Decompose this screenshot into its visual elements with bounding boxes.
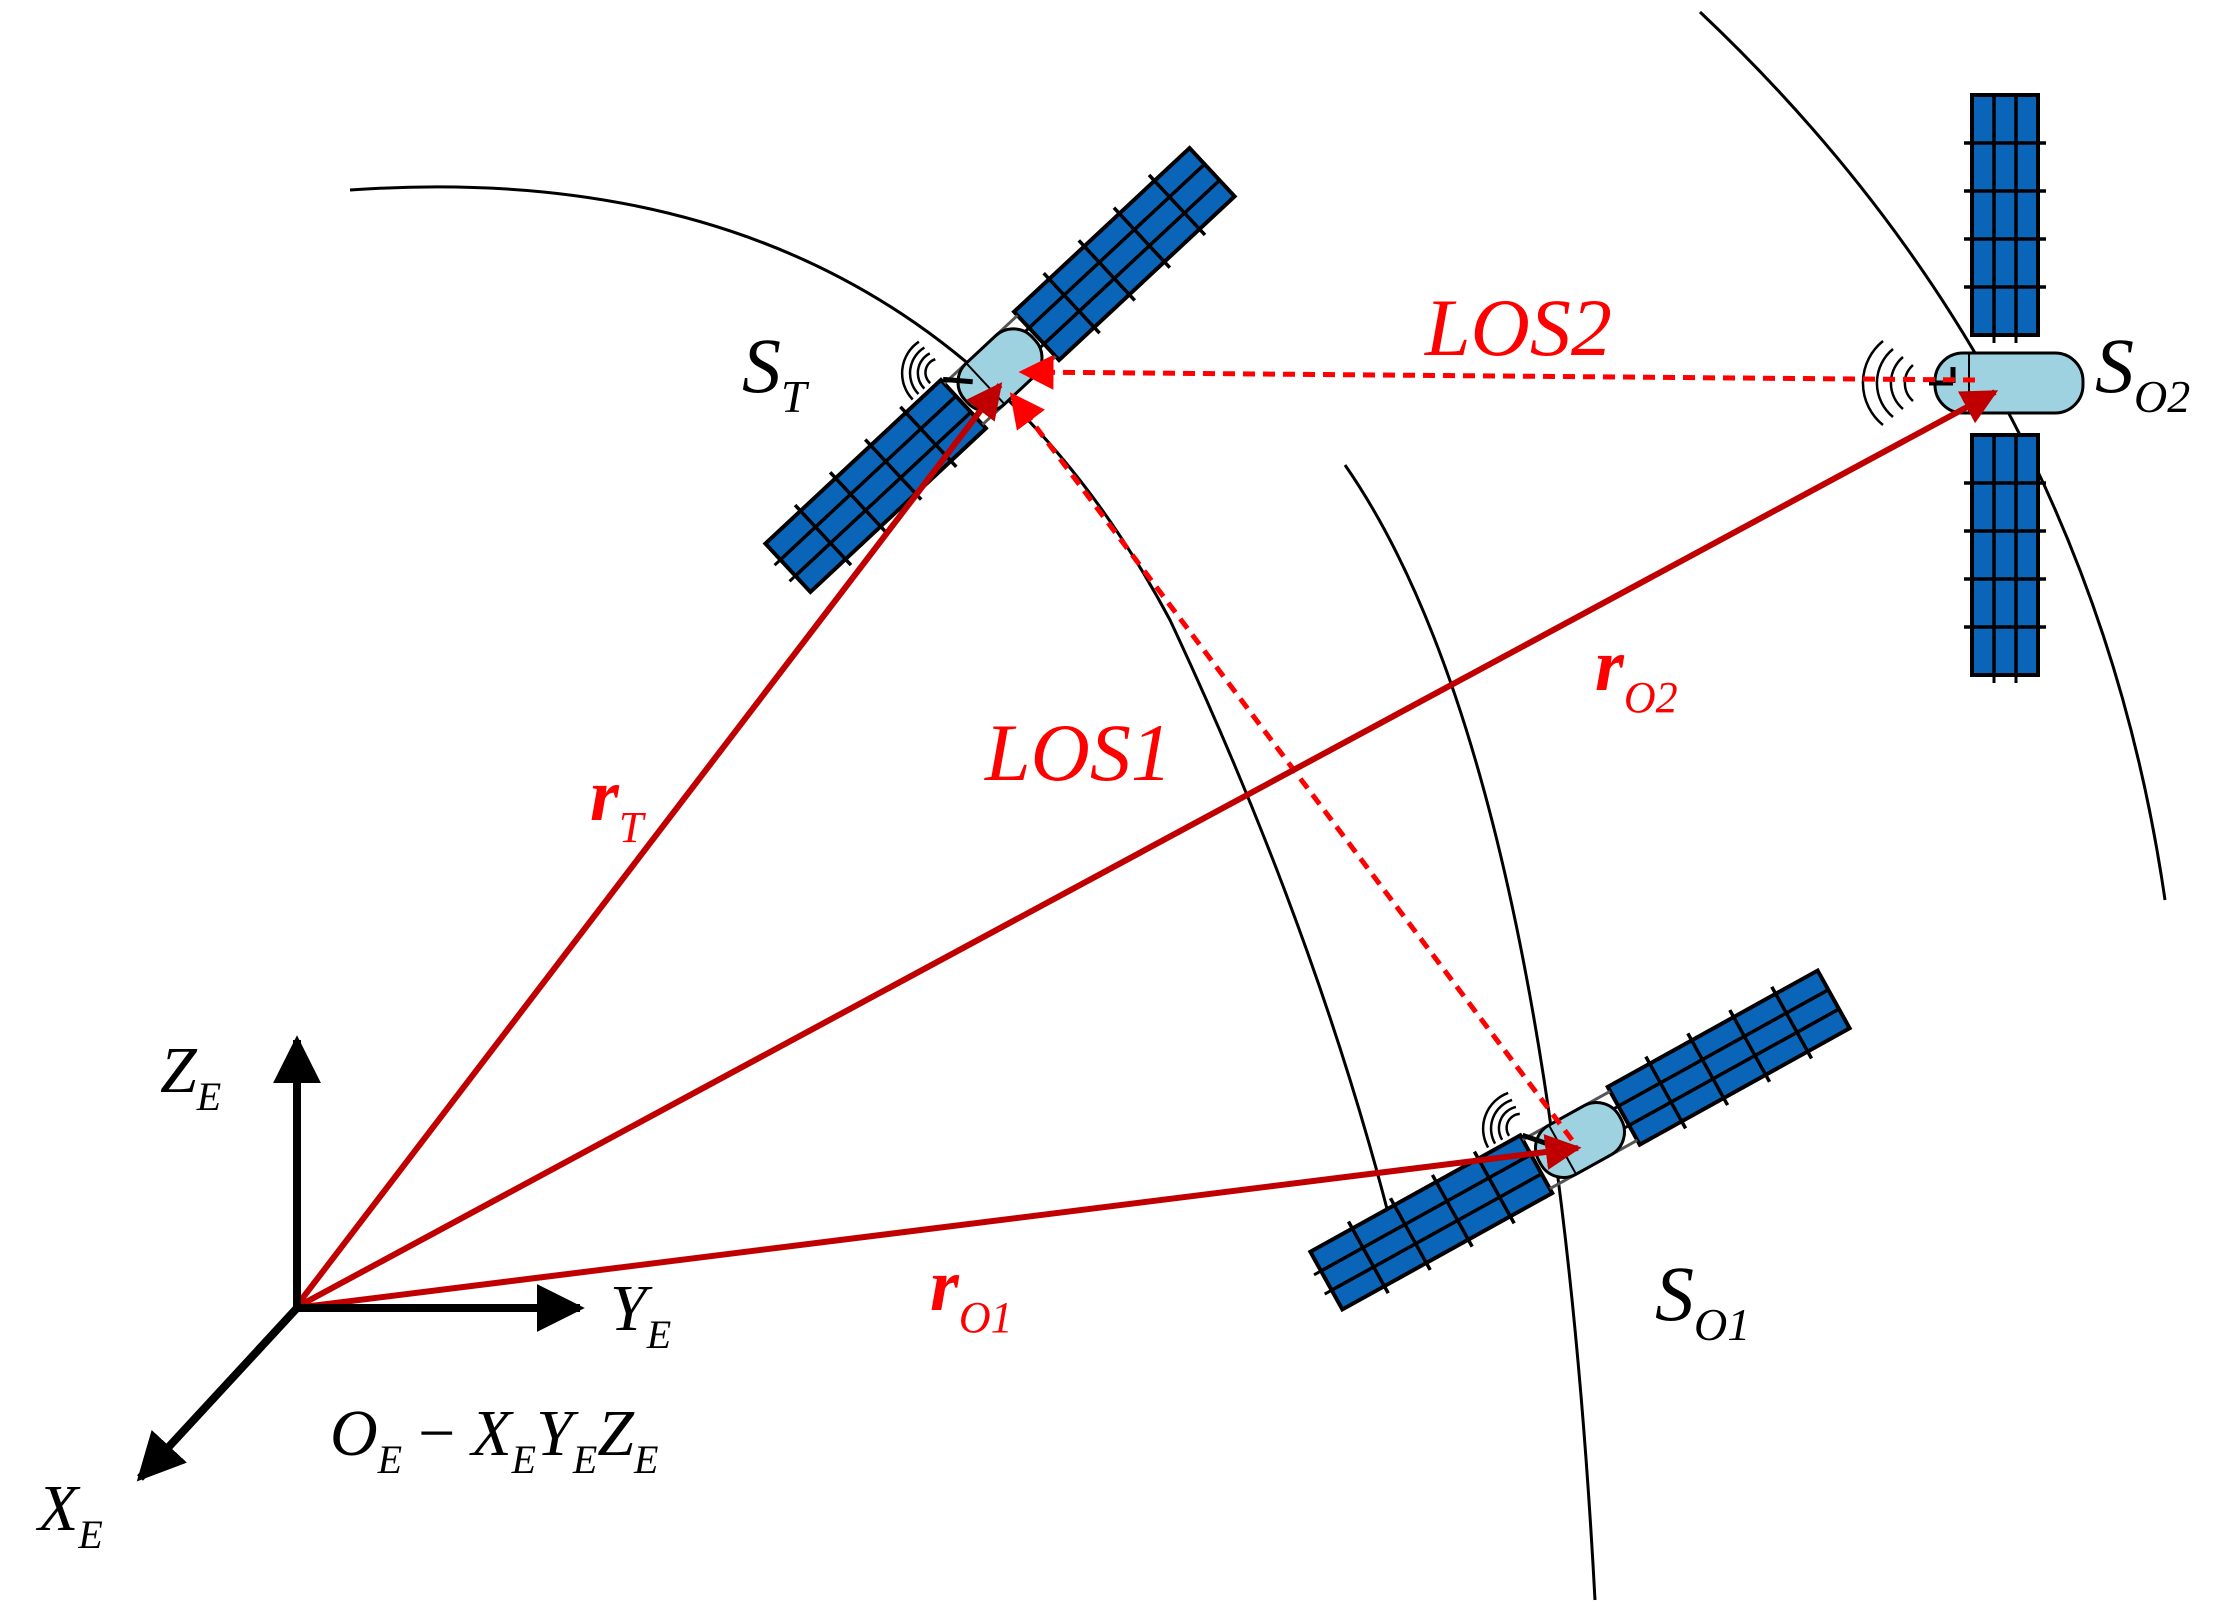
frame-name-x-sub: E bbox=[511, 1437, 536, 1482]
x-axis-label: XE bbox=[35, 1472, 103, 1557]
satellite-target-label-sub: T bbox=[781, 371, 810, 422]
frame-name-o: O bbox=[330, 1397, 378, 1470]
vector-r-o2-label-main: r bbox=[1595, 625, 1625, 707]
los2-line bbox=[1018, 354, 1976, 390]
satellite-observer2-label-sub: O2 bbox=[2134, 371, 2190, 422]
vector-r-o2-label: rO2 bbox=[1595, 625, 1678, 722]
x-axis-label-main: X bbox=[35, 1472, 81, 1545]
vector-r-o2 bbox=[293, 389, 1999, 1311]
frame-name-z: Z bbox=[597, 1397, 635, 1470]
frame-name-z-sub: E bbox=[633, 1437, 658, 1482]
y-axis-label-main: Y bbox=[610, 1272, 653, 1345]
z-axis-label-main: Z bbox=[160, 1034, 198, 1107]
vector-r-t bbox=[292, 382, 1003, 1310]
satellite-target-label-main: S bbox=[742, 322, 781, 409]
vector-r-o1 bbox=[294, 1134, 1582, 1311]
orbit-arc-target bbox=[349, 185, 1397, 1241]
y-axis-label-sub: E bbox=[646, 1312, 671, 1357]
frame-name-y-sub: E bbox=[572, 1437, 597, 1482]
satellite-observer2-label: SO2 bbox=[2095, 322, 2190, 422]
frame-name-o-sub: E bbox=[377, 1437, 402, 1482]
x-axis-arrow bbox=[136, 1305, 300, 1482]
satellite-icon bbox=[730, 116, 1240, 603]
vector-r-o1-label-sub: O1 bbox=[959, 1293, 1013, 1342]
x-axis-label-sub: E bbox=[77, 1512, 102, 1557]
z-axis-label-sub: E bbox=[196, 1074, 221, 1119]
vector-r-t-label: rT bbox=[590, 755, 647, 852]
satellite-observer1-label: SO1 bbox=[1655, 1250, 1750, 1350]
satellite-target-label: ST bbox=[742, 322, 810, 422]
satellite-target bbox=[730, 116, 1240, 603]
frame-name-dash: − bbox=[418, 1397, 455, 1470]
vector-r-o1-label: rO1 bbox=[930, 1245, 1013, 1342]
satellite-observer2-body bbox=[1861, 93, 2085, 685]
satellite-observer1-label-sub: O1 bbox=[1694, 1299, 1750, 1350]
los1-label: LOS1 bbox=[984, 707, 1172, 798]
frame-name-x: X bbox=[468, 1397, 514, 1470]
los2-label: LOS2 bbox=[1424, 282, 1612, 373]
frame-name-y: Y bbox=[536, 1397, 579, 1470]
y-axis-label: YE bbox=[610, 1272, 671, 1357]
vector-r-o2-label-sub: O2 bbox=[1624, 673, 1678, 722]
z-axis-label: ZE bbox=[160, 1034, 221, 1119]
satellite-observer2-label-main: S bbox=[2095, 322, 2134, 409]
vector-r-t-label-sub: T bbox=[619, 803, 647, 852]
orbit-arc-observer1 bbox=[1343, 464, 1597, 1601]
vector-r-o1-label-main: r bbox=[930, 1245, 960, 1327]
orbit-arc-observer2 bbox=[1698, 10, 2167, 901]
frame-name: OE−XEYEZE bbox=[330, 1397, 658, 1482]
satellite-observer1-label-main: S bbox=[1655, 1250, 1694, 1337]
vector-r-t-label-main: r bbox=[590, 755, 620, 837]
